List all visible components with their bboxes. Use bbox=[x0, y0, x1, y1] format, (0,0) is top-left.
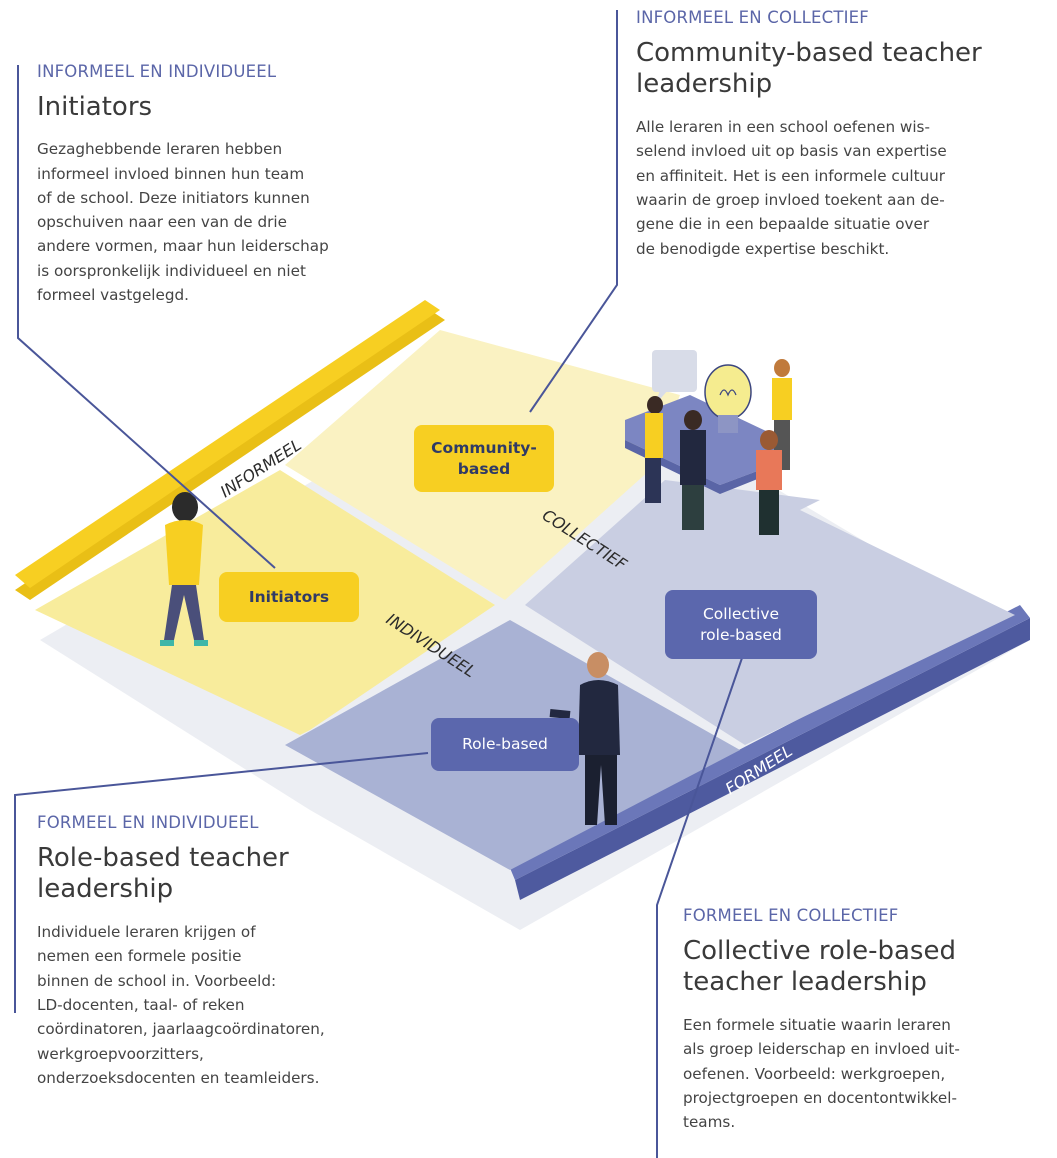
speech-bubble bbox=[652, 350, 697, 392]
block-community-eyebrow: INFORMEEL EN COLLECTIEF bbox=[636, 8, 869, 27]
block-community: INFORMEEL EN COLLECTIEF Community-based … bbox=[636, 8, 1056, 261]
block-role-eyebrow: FORMEEL EN INDIVIDUEEL bbox=[37, 813, 259, 832]
block-role-body: Individuele leraren krijgen of nemen een… bbox=[37, 922, 325, 1087]
informeel-strip-top bbox=[15, 300, 440, 588]
lightbulb-icon bbox=[704, 364, 752, 433]
block-collective-body: Een formele situatie waarin leraren als … bbox=[683, 1015, 960, 1132]
person-role-based bbox=[549, 652, 620, 825]
formeel-strip-top bbox=[510, 605, 1030, 880]
connector-collective bbox=[656, 657, 743, 1158]
pill-initiators: Initiators bbox=[219, 572, 359, 622]
block-collective-eyebrow: FORMEEL EN COLLECTIEF bbox=[683, 906, 899, 925]
connector-role bbox=[14, 752, 429, 1013]
connector-community bbox=[529, 10, 618, 413]
person-initiator bbox=[160, 492, 208, 646]
pill-community-based: Community- based bbox=[414, 425, 554, 492]
block-initiators-body: Gezaghebbende leraren hebben informeel i… bbox=[37, 140, 329, 305]
informeel-strip bbox=[15, 310, 445, 600]
block-collective: FORMEEL EN COLLECTIEF Collective role-ba… bbox=[683, 906, 1053, 1135]
pill-collective-role-based: Collective role-based bbox=[665, 590, 817, 659]
person-group bbox=[645, 359, 792, 535]
block-initiators-eyebrow: INFORMEEL EN INDIVIDUEEL bbox=[37, 62, 277, 81]
block-community-title: Community-based teacher leadership bbox=[636, 37, 982, 100]
connector-initiators bbox=[17, 65, 276, 569]
block-initiators-title: Initiators bbox=[37, 91, 153, 122]
block-initiators: INFORMEEL EN INDIVIDUEEL Initiators Geza… bbox=[37, 62, 417, 307]
block-community-body: Alle leraren in een school oefenen wis- … bbox=[636, 117, 947, 258]
block-role-based: FORMEEL EN INDIVIDUEEL Role-based teache… bbox=[37, 813, 427, 1090]
block-role-title: Role-based teacher leadership bbox=[37, 842, 289, 905]
formeel-strip bbox=[515, 618, 1030, 900]
block-collective-title: Collective role-based teacher leadership bbox=[683, 935, 956, 998]
connectors bbox=[14, 10, 743, 1158]
pill-role-based: Role-based bbox=[431, 718, 579, 771]
